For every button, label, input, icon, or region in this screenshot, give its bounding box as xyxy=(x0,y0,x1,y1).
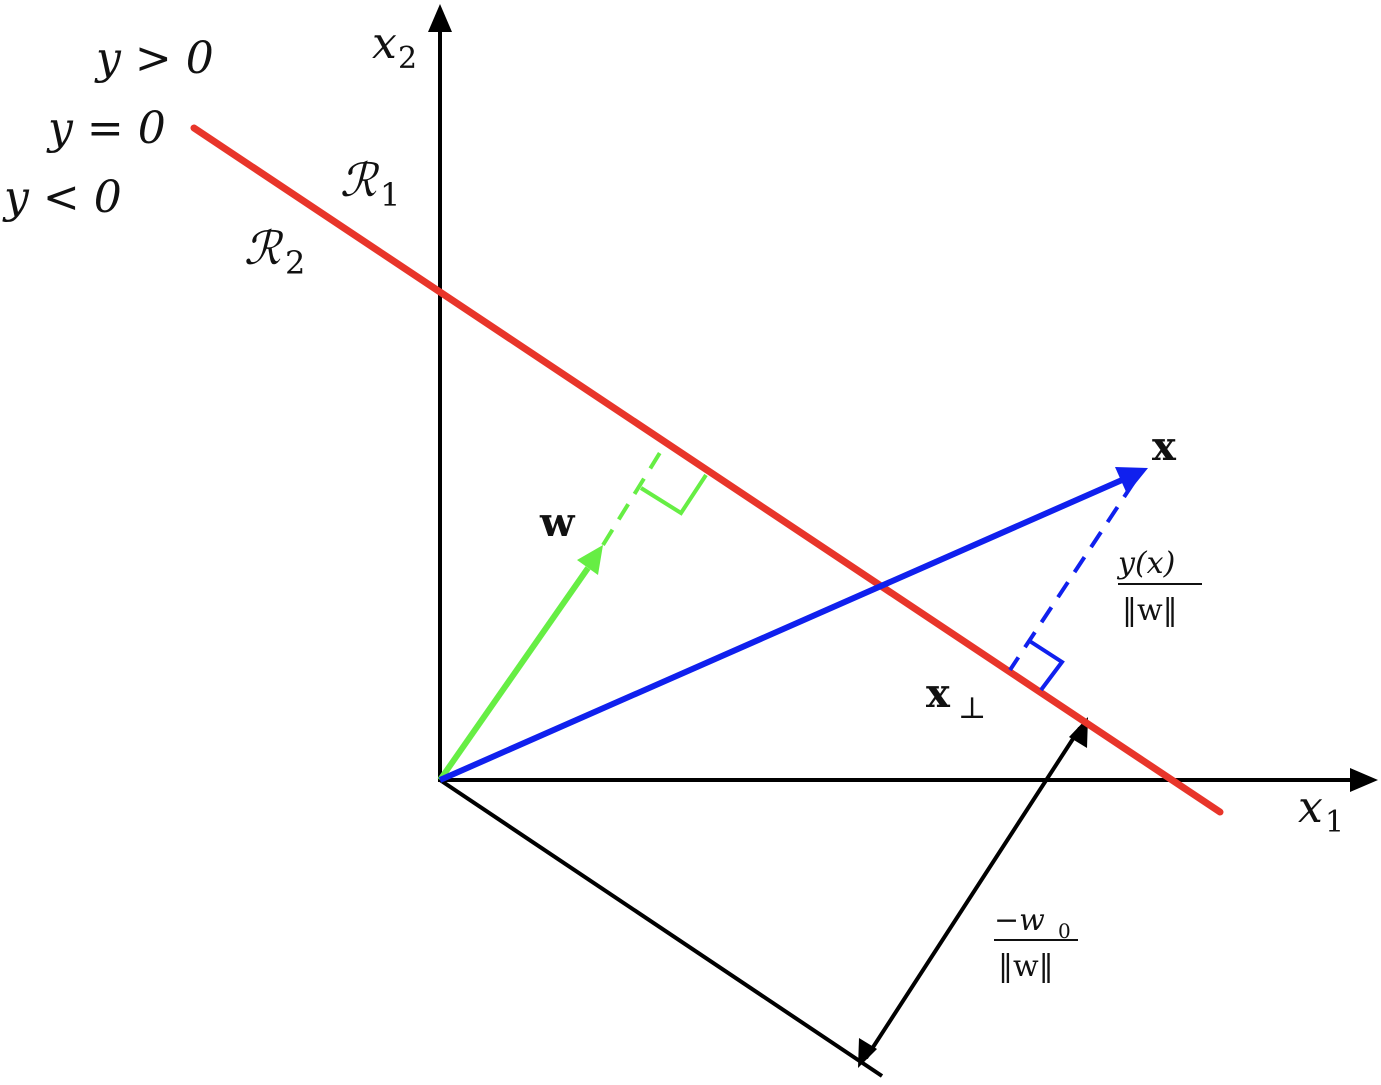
label-w0-numerator-sub: 0 xyxy=(1058,919,1071,943)
label-region-1: ℛ xyxy=(340,153,380,207)
label-region-2: ℛ xyxy=(244,221,284,275)
x-right-angle-marker xyxy=(1026,638,1065,692)
label-x2-sub: 2 xyxy=(398,41,417,76)
label-x1-sub: 1 xyxy=(1325,805,1344,840)
label-yx-denominator: ‖w‖ xyxy=(1122,593,1178,628)
label-x-perp-sub: ⊥ xyxy=(958,691,986,726)
label-x1: x xyxy=(1298,782,1323,833)
label-w0-denominator: ‖w‖ xyxy=(998,949,1054,984)
x2-axis-arrowhead xyxy=(428,4,452,32)
label-w0-numerator: −w xyxy=(994,903,1045,938)
label-w: w xyxy=(539,499,576,546)
x-perp-dashed xyxy=(1008,480,1136,672)
label-region-2-sub: 2 xyxy=(285,244,305,282)
w0-arrowhead-bottom xyxy=(858,1038,877,1068)
w-vector xyxy=(437,566,591,782)
label-x-perp: x xyxy=(926,670,951,717)
label-y-positive: y > 0 xyxy=(94,33,214,84)
origin-perpendicular-line xyxy=(438,778,884,1078)
label-x: x xyxy=(1152,423,1177,470)
w-dashed-extension xyxy=(601,449,663,547)
decision-boundary xyxy=(190,124,1224,816)
label-yx-numerator: y(x) xyxy=(1116,546,1175,581)
label-y-zero: y = 0 xyxy=(46,103,166,154)
x1-axis-arrowhead xyxy=(1350,768,1378,792)
x-vector-arrowhead xyxy=(1115,467,1148,494)
x-vector xyxy=(438,477,1124,783)
w-vector-arrowhead xyxy=(577,545,603,575)
label-x2: x xyxy=(372,18,397,69)
w0-distance-arrow xyxy=(864,726,1082,1060)
label-y-negative: y < 0 xyxy=(2,172,122,223)
label-region-1-sub: 1 xyxy=(380,176,400,214)
w-right-angle-marker xyxy=(639,473,708,516)
